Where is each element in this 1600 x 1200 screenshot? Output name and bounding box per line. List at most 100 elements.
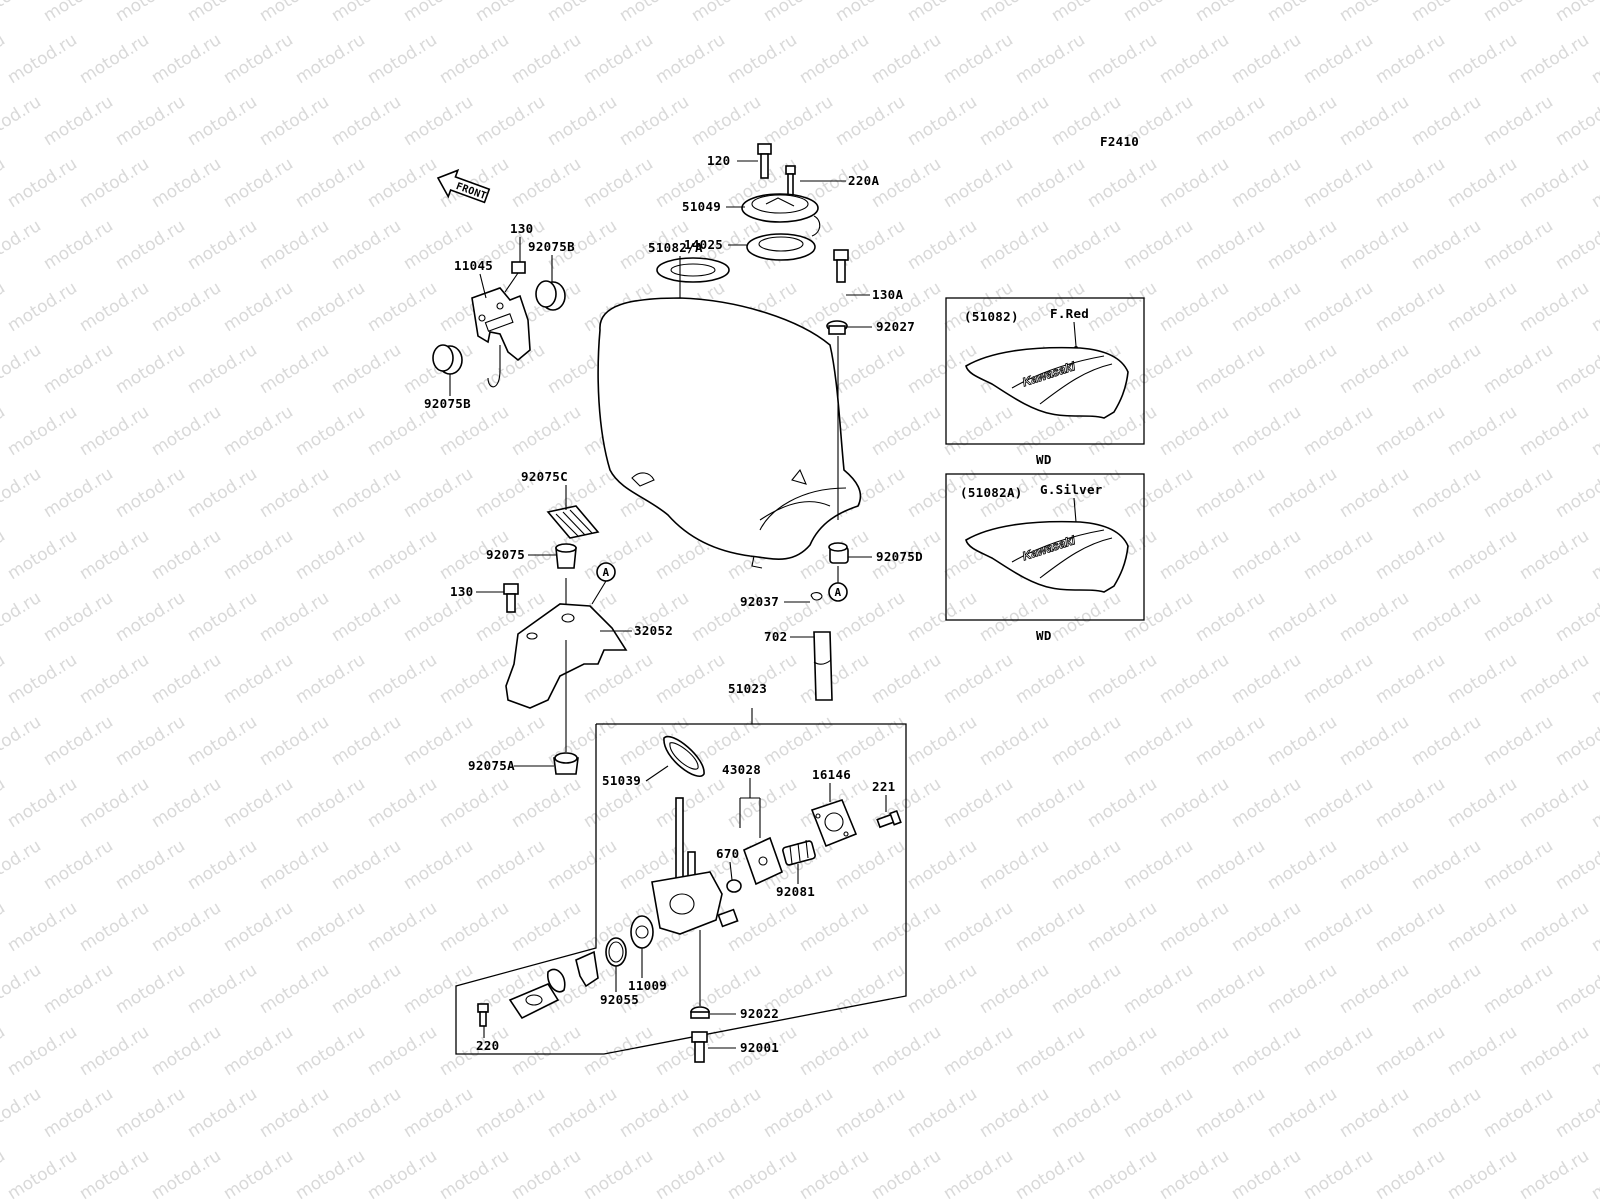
svg-text:16146: 16146 (812, 767, 851, 782)
svg-text:51039: 51039 (602, 773, 641, 788)
label-92075c: 92075C (521, 469, 568, 510)
label-92075: 92075 (486, 547, 556, 562)
lever-packing-11009-part (630, 915, 654, 949)
label-130a: 130A (846, 287, 903, 302)
label-670: 670 (716, 846, 739, 881)
label-92055: 92055 (600, 966, 639, 1007)
svg-text:92075A: 92075A (468, 758, 515, 773)
svg-text:702: 702 (764, 629, 787, 644)
svg-text:221: 221 (872, 779, 895, 794)
svg-text:(51082A): (51082A) (960, 485, 1023, 500)
label-220: 220 (476, 1026, 499, 1053)
svg-text:92037: 92037 (740, 594, 779, 609)
label-221: 221 (872, 779, 895, 812)
svg-text:32052: 32052 (634, 623, 673, 638)
svg-text:92075D: 92075D (876, 549, 923, 564)
label-92075a: 92075A (468, 758, 554, 773)
ring-14025-part (746, 215, 821, 261)
bolt-92001-part (691, 1031, 708, 1063)
spring-92081-part (782, 839, 816, 866)
diagram-code: F2410 (1100, 134, 1139, 149)
screw-220-part (477, 1003, 489, 1027)
svg-text:92055: 92055 (600, 992, 639, 1007)
gasket-51039-part (663, 735, 705, 777)
label-92081: 92081 (776, 864, 815, 899)
label-43028: 43028 (722, 762, 761, 798)
label-32052: 32052 (600, 623, 673, 638)
washer-92022-part (690, 930, 710, 1019)
svg-text:11009: 11009 (628, 978, 667, 993)
svg-text:11045: 11045 (454, 258, 493, 273)
fuel-tank-51082a-part (597, 257, 862, 569)
bolt-120-part (757, 143, 772, 179)
bolt-130-mid-part (503, 583, 519, 613)
label-92075d: 92075D (848, 549, 923, 564)
svg-text:130: 130 (510, 221, 533, 236)
damper-92075b-top-part (535, 280, 566, 311)
damper-92075d-part (828, 542, 849, 564)
label-130-mid: 130 (450, 584, 504, 599)
svg-text:51082/A: 51082/A (648, 240, 703, 255)
svg-text:A: A (603, 566, 610, 579)
svg-text:220A: 220A (848, 173, 879, 188)
bolt-130a-part (833, 249, 849, 283)
svg-text:A: A (835, 586, 842, 599)
svg-text:130: 130 (450, 584, 473, 599)
svg-text:92075: 92075 (486, 547, 525, 562)
svg-text:92075C: 92075C (521, 469, 568, 484)
front-arrow-icon: FRONT (436, 168, 491, 204)
label-11045: 11045 (454, 258, 493, 299)
label-51082a: 51082/A (648, 240, 703, 298)
svg-text:670: 670 (716, 846, 739, 861)
color-variant-box-silver: (51082A) G.Silver Kawasaki WD (945, 473, 1145, 643)
svg-text:92001: 92001 (740, 1040, 779, 1055)
svg-text:220: 220 (476, 1038, 499, 1053)
svg-text:14025: 14025 (684, 237, 723, 252)
label-130-top: 130 (510, 221, 533, 262)
label-51023: 51023 (728, 681, 767, 696)
damper-92075a-part (553, 752, 579, 775)
svg-text:92075B: 92075B (528, 239, 575, 254)
label-51039: 51039 (602, 765, 669, 788)
grommet-92027-part (826, 320, 848, 520)
damper-92075-part (555, 543, 577, 569)
svg-text:WD: WD (1036, 452, 1052, 467)
screw-221-part (876, 809, 902, 829)
label-702: 702 (764, 629, 814, 644)
svg-text:92027: 92027 (876, 319, 915, 334)
plate-part (508, 982, 560, 1020)
o-ring-92055-part (605, 937, 627, 967)
o-ring-670-part (726, 879, 742, 893)
damper-92075b-bottom-part (432, 344, 463, 375)
svg-text:51049: 51049 (682, 199, 721, 214)
svg-text:130A: 130A (872, 287, 903, 302)
bracket-32052-part (505, 578, 628, 752)
label-92027: 92027 (846, 319, 915, 334)
filter-43028-part (739, 797, 783, 886)
label-220a: 220A (800, 173, 879, 188)
cover-16146-part (810, 799, 858, 848)
label-92001: 92001 (708, 1040, 779, 1055)
label-92075b-top: 92075B (528, 239, 575, 282)
seal-part (547, 968, 566, 993)
svg-text:F.Red: F.Red (1050, 306, 1089, 321)
svg-text:WD: WD (1036, 628, 1052, 643)
label-120: 120 (707, 153, 758, 168)
svg-text:43028: 43028 (722, 762, 761, 777)
fuel-cock-assembly-frame (455, 723, 907, 1055)
reference-marker-a-left: A (591, 562, 616, 605)
label-11009: 11009 (628, 948, 667, 993)
bracket-11045-part (471, 287, 531, 388)
svg-text:92081: 92081 (776, 884, 815, 899)
reference-marker-a-right: A (828, 566, 848, 602)
svg-text:92022: 92022 (740, 1006, 779, 1021)
label-92075b-bottom: 92075B (424, 374, 471, 411)
bolt-130-top-part (504, 261, 526, 293)
cap-51049-part (741, 193, 819, 223)
cock-body-part (651, 797, 739, 935)
color-variant-box-red: (51082) F.Red Kawasaki WD (945, 297, 1145, 467)
svg-text:92075B: 92075B (424, 396, 471, 411)
label-92037: 92037 (740, 594, 810, 609)
clip-92037-part (810, 592, 823, 601)
